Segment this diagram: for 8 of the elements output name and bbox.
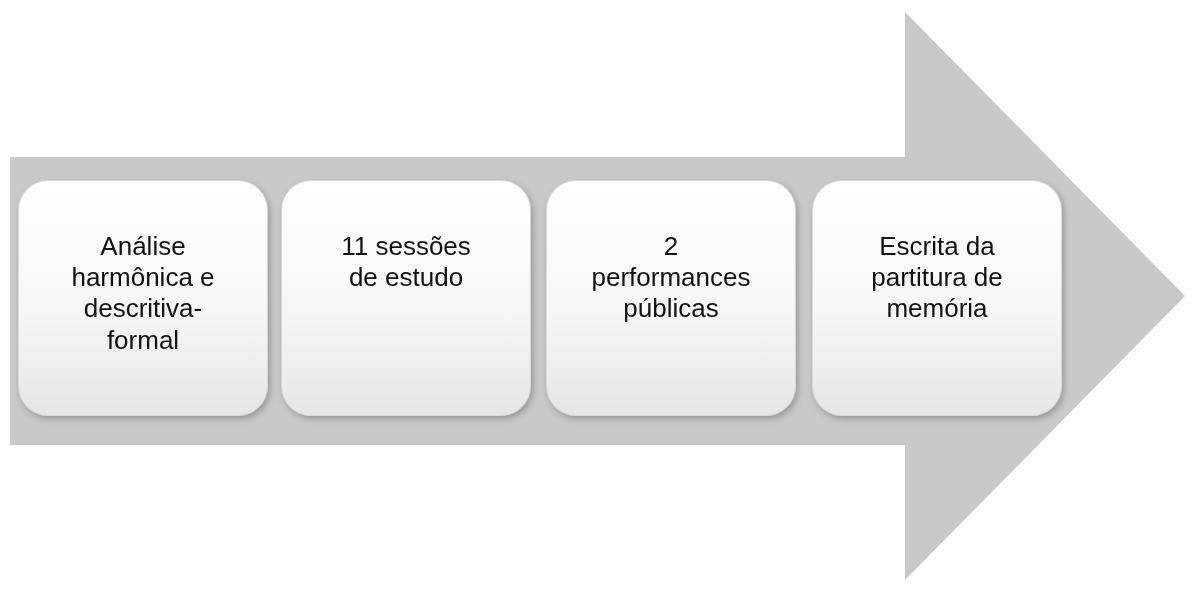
step-label: Escrita da partitura de memória [870, 231, 1004, 325]
process-box [281, 180, 531, 416]
step-label: 11 sessões de estudo [340, 231, 472, 294]
process-box [812, 180, 1062, 416]
process-box [18, 180, 268, 416]
step-label: 2 performances públicas [590, 231, 752, 325]
step-label: Análise harmônica e descritiva-formal [70, 231, 216, 356]
process-box [546, 180, 796, 416]
